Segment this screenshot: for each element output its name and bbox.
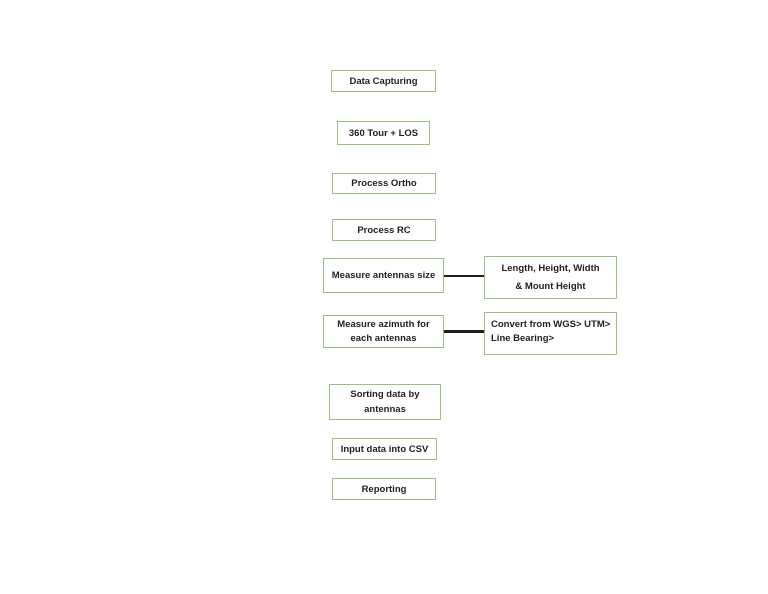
flow-node-process-ortho: Process Ortho — [332, 173, 436, 194]
flow-node-input-data-csv: Input data into CSV — [332, 438, 437, 460]
flow-node-360-tour-los: 360 Tour + LOS — [337, 121, 430, 145]
flow-node-sorting-data: Sorting data by antennas — [329, 384, 441, 420]
detail-node-convert-wgs-utm: Convert from WGS> UTM> Line Bearing> — [484, 312, 617, 355]
flow-node-measure-azimuth: Measure azimuth for each antennas — [323, 315, 444, 348]
connector-line-azimuth-to-convert — [444, 330, 484, 333]
flow-node-measure-antennas-size: Measure antennas size — [323, 258, 444, 293]
flow-node-process-rc: Process RC — [332, 219, 436, 241]
detail-node-dimensions: Length, Height, Width & Mount Height — [484, 256, 617, 299]
connector-line-measure-size-to-dimensions — [444, 275, 484, 277]
flow-node-reporting: Reporting — [332, 478, 436, 500]
flow-node-data-capturing: Data Capturing — [331, 70, 436, 92]
